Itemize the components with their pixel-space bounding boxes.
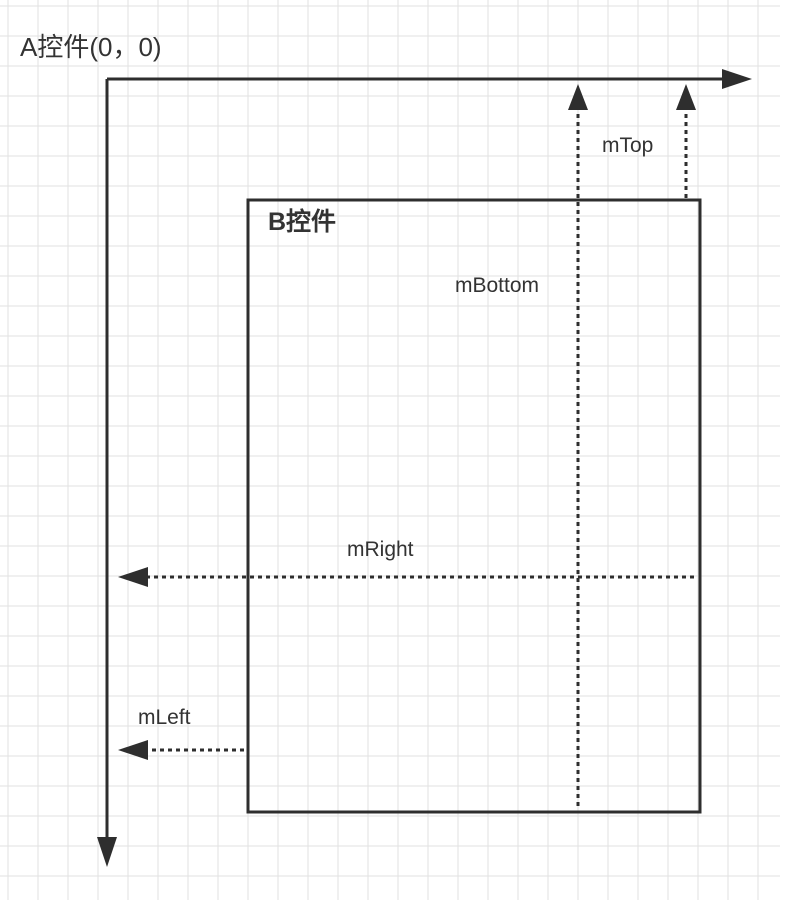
origin-label: A控件(0，0) bbox=[20, 32, 162, 62]
m-top-label: mTop bbox=[602, 134, 653, 157]
m-bottom-measure: mBottom bbox=[455, 84, 588, 806]
m-top-measure: mTop bbox=[602, 84, 696, 198]
y-axis-arrowhead bbox=[97, 837, 117, 867]
b-view-rect bbox=[246, 198, 702, 814]
m-top-arrowhead bbox=[676, 84, 696, 110]
m-left-arrowhead bbox=[118, 740, 148, 760]
m-left-label: mLeft bbox=[138, 706, 191, 729]
m-right-measure: mRight bbox=[118, 538, 694, 587]
m-left-measure: mLeft bbox=[118, 706, 244, 760]
m-bottom-arrowhead bbox=[568, 84, 588, 110]
background-grid bbox=[0, 0, 780, 900]
x-axis-arrowhead bbox=[722, 69, 752, 89]
m-right-label: mRight bbox=[347, 538, 414, 561]
a-view-axes bbox=[97, 69, 752, 867]
b-view-label: B控件 bbox=[268, 208, 336, 236]
m-bottom-label: mBottom bbox=[455, 274, 539, 297]
m-right-arrowhead bbox=[118, 567, 148, 587]
